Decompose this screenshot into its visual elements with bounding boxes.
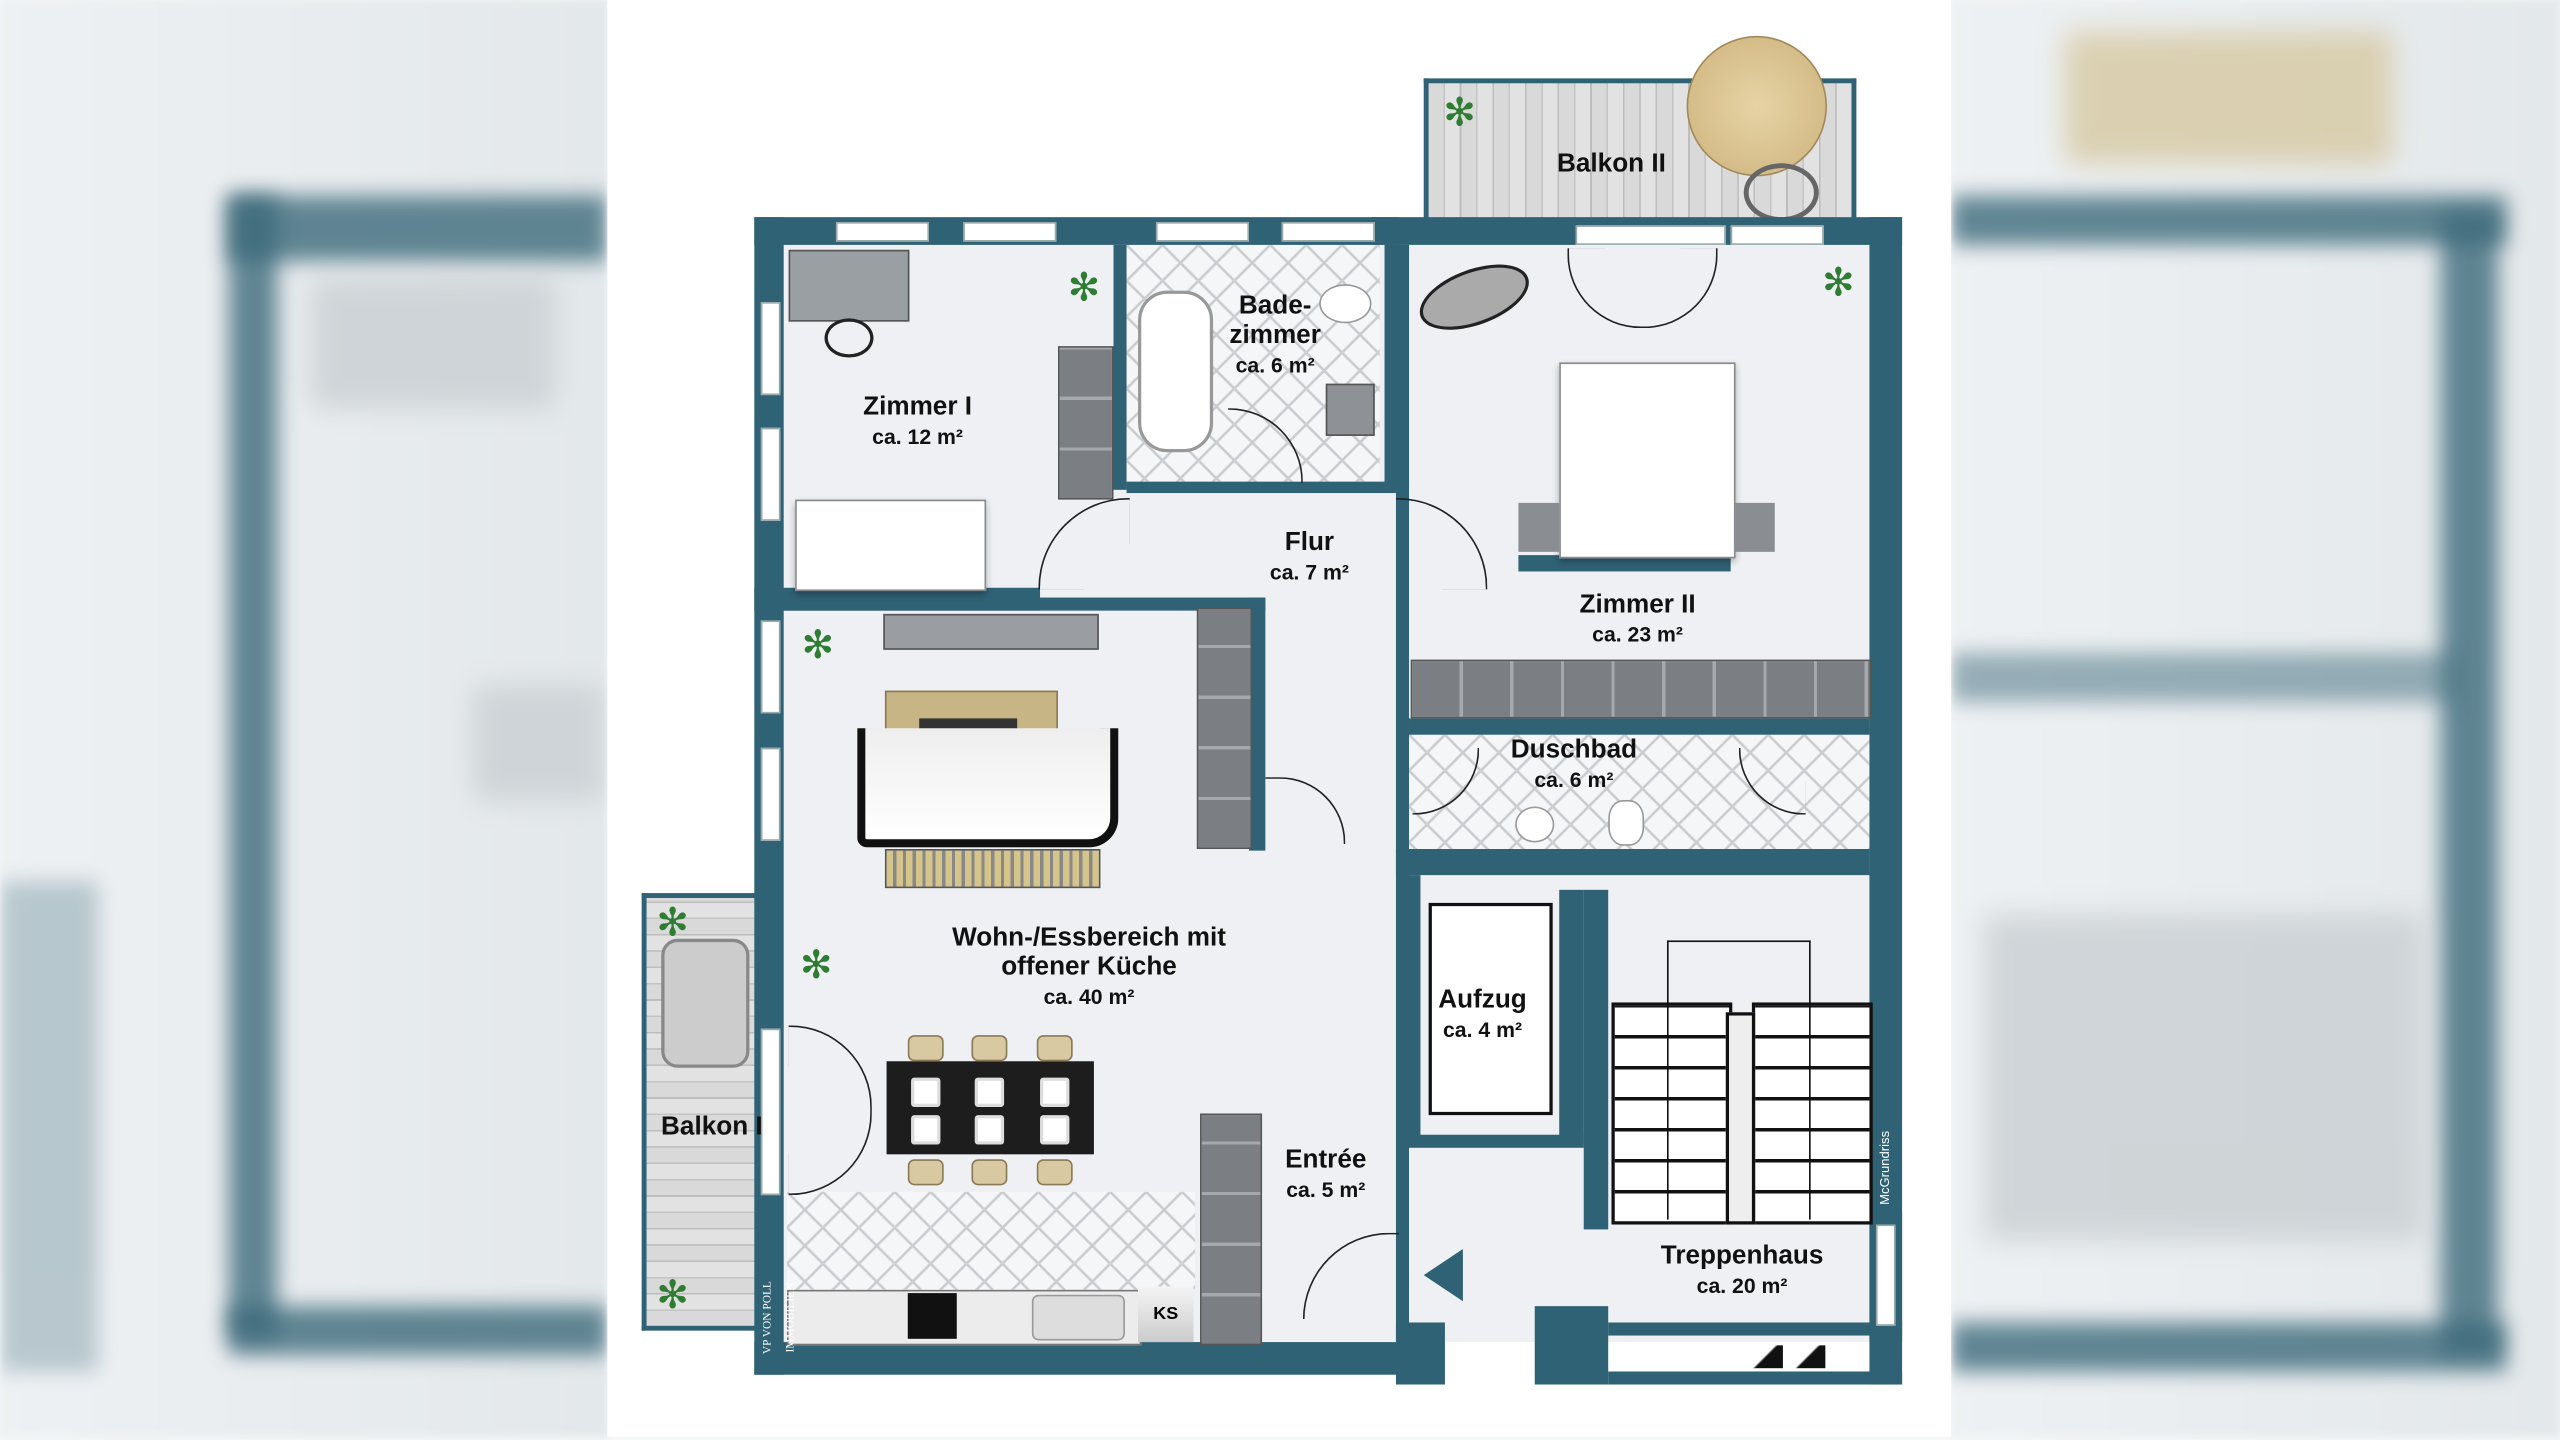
toilet-icon bbox=[1319, 284, 1372, 324]
blurred-background-left bbox=[0, 0, 608, 1437]
single-bed-icon bbox=[795, 499, 987, 592]
office-chair-icon bbox=[824, 318, 874, 358]
desk-icon bbox=[788, 249, 910, 322]
wardrobe bbox=[1057, 346, 1114, 500]
room-label-balkon-2: Balkon II bbox=[1557, 150, 1666, 178]
fridge-label: KS bbox=[1137, 1286, 1194, 1343]
plant-icon: ✻ bbox=[1443, 91, 1477, 136]
plant-icon: ✻ bbox=[801, 623, 835, 668]
cooktop-icon bbox=[907, 1293, 957, 1339]
room-label-balkon-1: Balkon I bbox=[661, 1113, 763, 1142]
blurred-background-right bbox=[1951, 0, 2560, 1437]
entrance-arrow-icon bbox=[1423, 1249, 1463, 1302]
stair-well bbox=[1725, 1012, 1756, 1225]
kitchen-sink-icon bbox=[1031, 1294, 1125, 1341]
wardrobe bbox=[1196, 607, 1253, 850]
plant-icon: ✻ bbox=[656, 1273, 690, 1318]
von-poll-logo: VP VON POLL IMMOBILIEN bbox=[760, 1281, 797, 1355]
wardrobe bbox=[1410, 659, 1872, 719]
credit-mcgrundriss: McGrundriss bbox=[1877, 1130, 1893, 1205]
lounge-chair-icon bbox=[661, 938, 750, 1068]
bathtub-icon bbox=[1137, 290, 1214, 453]
plant-icon: ✻ bbox=[799, 943, 833, 988]
window bbox=[835, 222, 930, 242]
shower-sink-icon bbox=[1515, 806, 1555, 843]
elevator-car bbox=[1428, 902, 1553, 1116]
nightstand-icon bbox=[1518, 502, 1560, 552]
chair-icon bbox=[1743, 163, 1819, 223]
plant-icon: ✻ bbox=[1067, 266, 1101, 311]
sofa-icon bbox=[857, 728, 1119, 848]
sink-icon bbox=[1325, 383, 1375, 436]
shower-toilet-icon bbox=[1608, 800, 1645, 846]
wardrobe bbox=[1200, 1113, 1263, 1346]
tv-sideboard-icon bbox=[883, 613, 1099, 650]
double-bed-icon bbox=[1559, 362, 1736, 559]
plant-icon: ✻ bbox=[656, 901, 690, 946]
parasol-icon bbox=[1686, 35, 1827, 177]
sideboard-icon bbox=[884, 849, 1101, 889]
kitchen-tiles bbox=[786, 1191, 1196, 1290]
stairs-right bbox=[1751, 1002, 1873, 1225]
plant-icon: ✻ bbox=[1821, 261, 1855, 306]
vent-icon bbox=[1750, 1345, 1783, 1369]
stair-direction-line bbox=[1666, 940, 1811, 1220]
stairs-left bbox=[1611, 1002, 1733, 1225]
